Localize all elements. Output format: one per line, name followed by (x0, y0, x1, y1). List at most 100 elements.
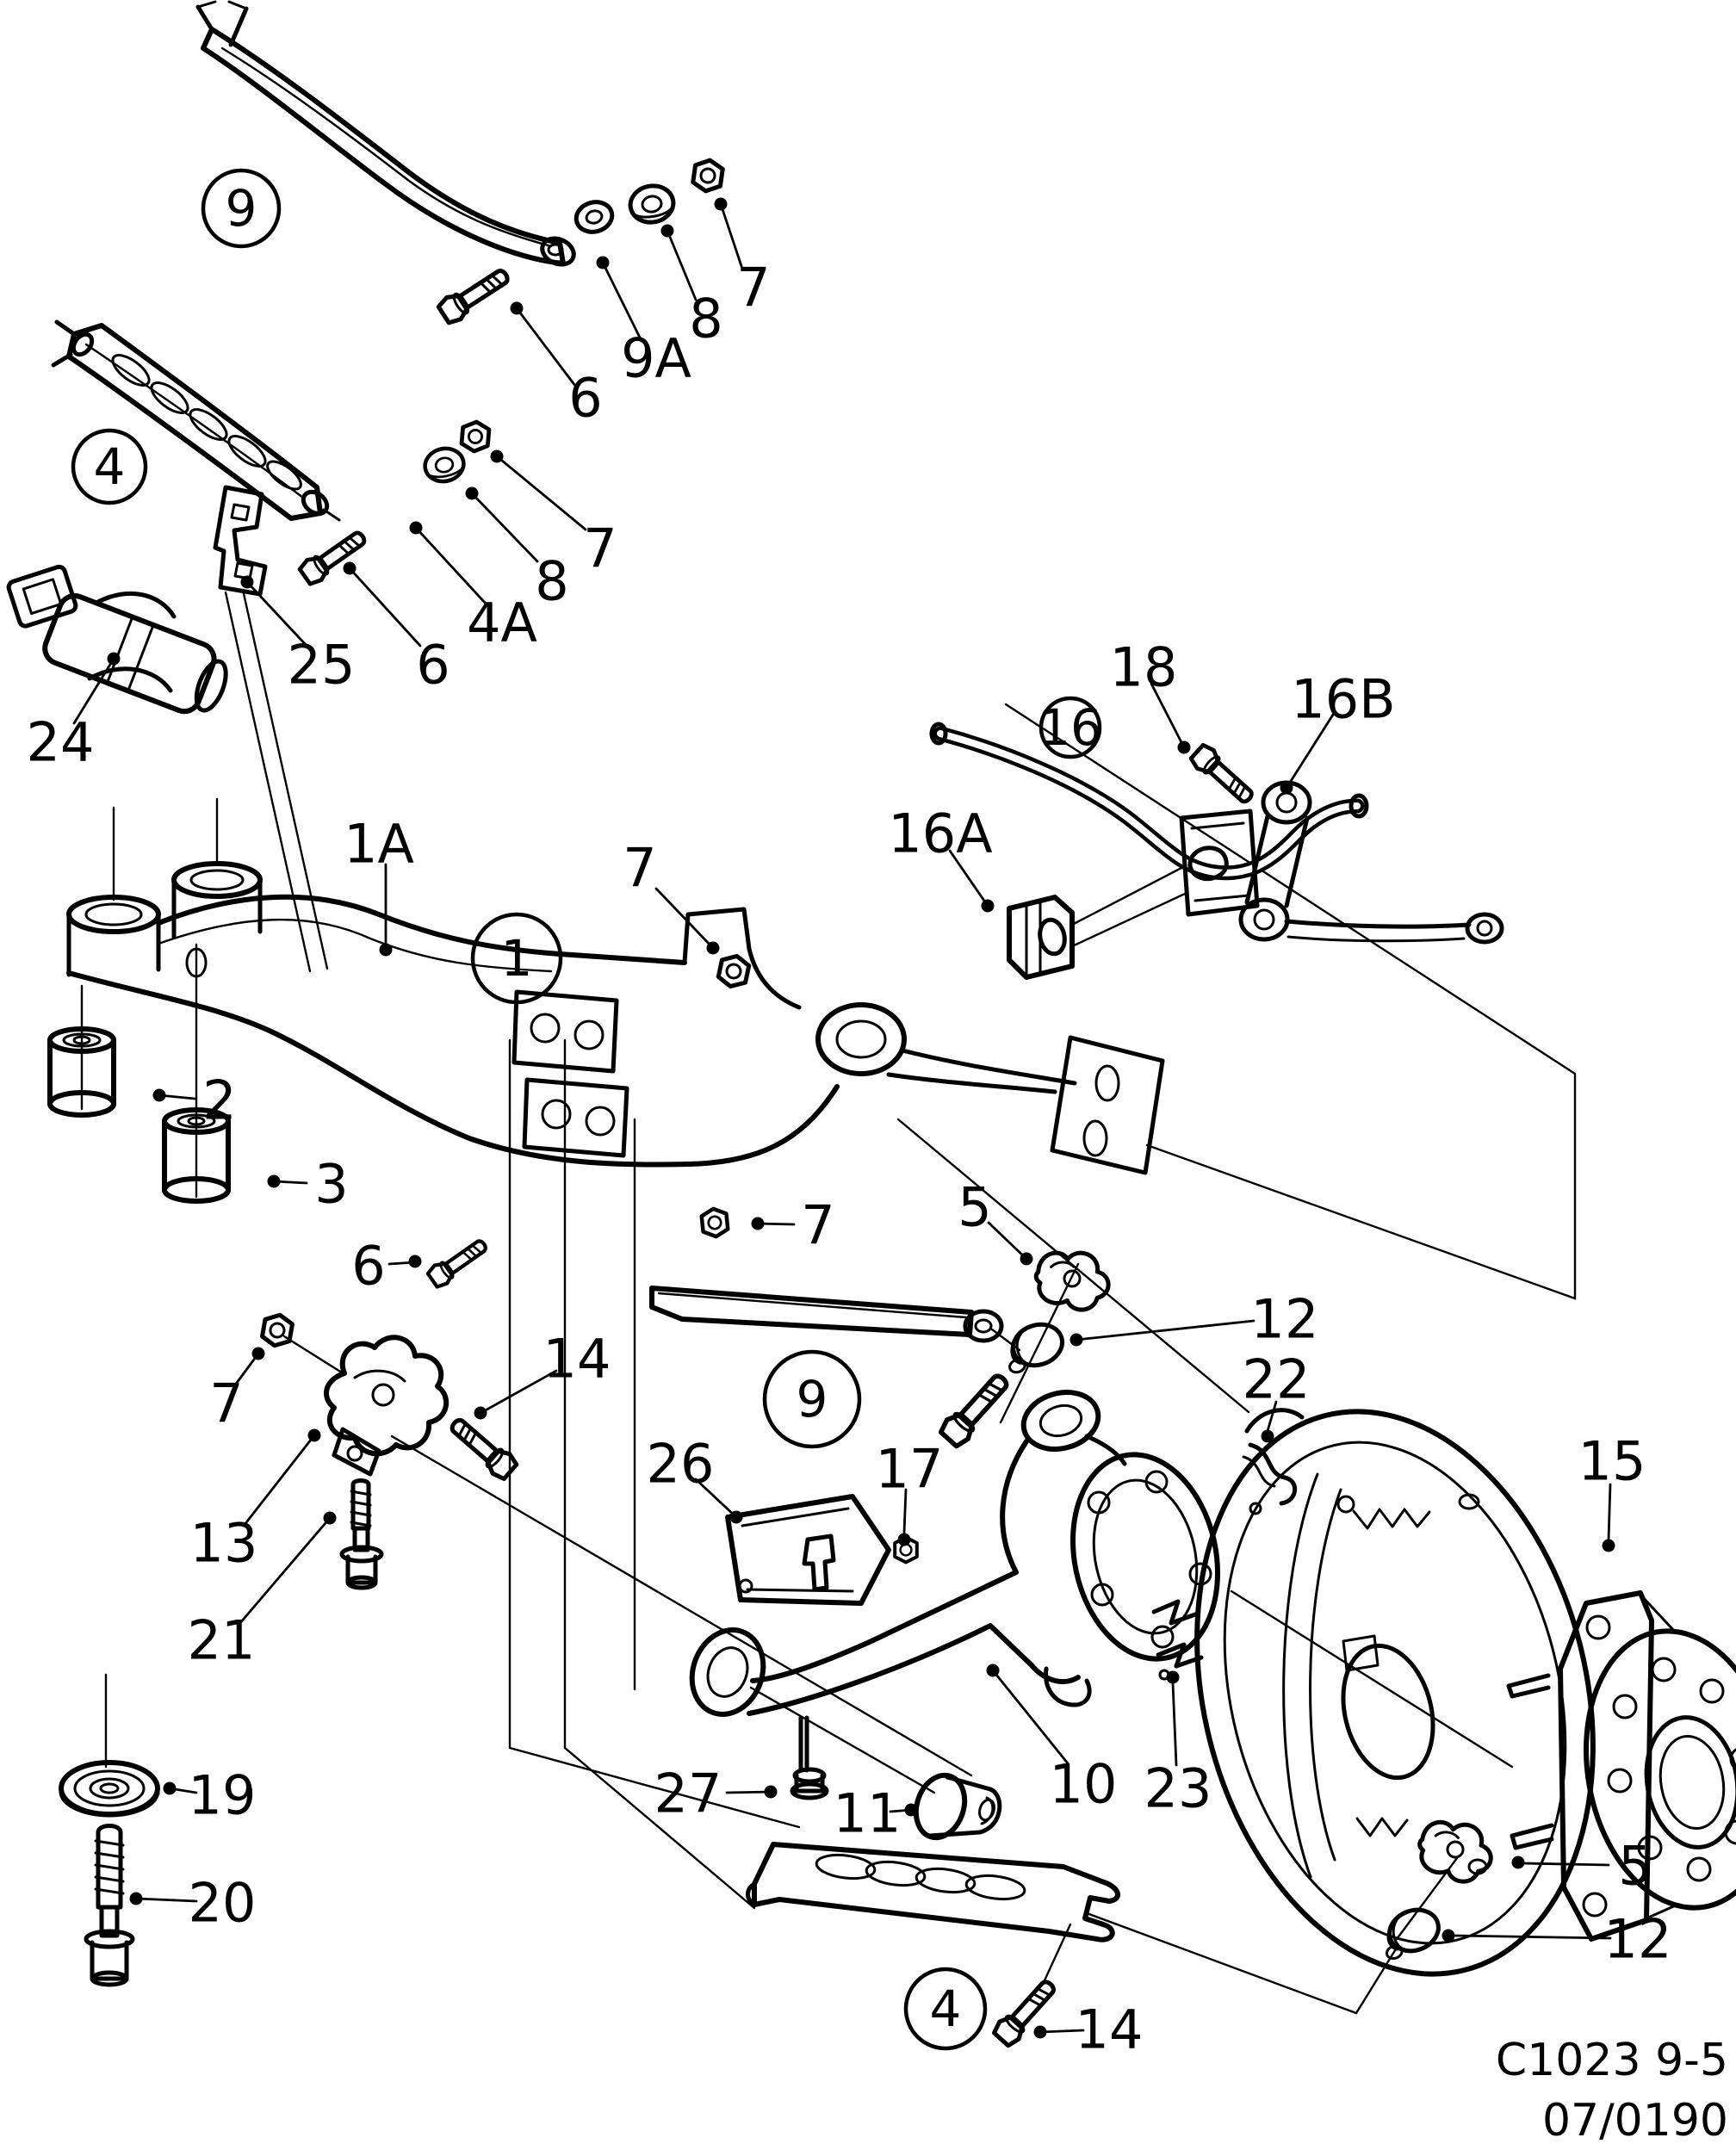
callout-label-21: 21 (188, 1609, 256, 1672)
stabilizer-bushing-16A (1007, 895, 1075, 980)
callout-label-19: 19 (189, 1764, 257, 1827)
bushing-axis-line (749, 1686, 936, 1794)
callout-label-12-upper: 12 (1251, 1288, 1319, 1351)
bushing-12-lower (1375, 1903, 1444, 1960)
callout-circle-group-4-left (71, 428, 148, 505)
callout-label-4A: 4A (467, 592, 537, 654)
nut-7-under (701, 1207, 728, 1237)
callout-label-9A: 9A (621, 327, 691, 390)
callout-label-6-top: 6 (568, 367, 602, 430)
callout-label-3: 3 (314, 1153, 348, 1216)
lower-control-arm (746, 1842, 1120, 1942)
nut-7-subframe (717, 953, 751, 989)
nut-7-top (692, 158, 724, 193)
callout-label-11: 11 (834, 1782, 902, 1845)
callout-circle-group-16 (1038, 696, 1102, 759)
front-mount-arm (51, 319, 341, 522)
abs-sensor-24 (6, 564, 228, 715)
arm-pointer-line (1085, 1911, 1398, 2015)
callout-group-9-center: 9 (797, 1370, 828, 1428)
callout-group-4-left: 4 (94, 437, 126, 496)
bolt-14-bottom (991, 1975, 1060, 2048)
callout-label-13: 13 (190, 1512, 258, 1575)
bracket-26 (725, 1494, 891, 1606)
bolt-6-top (437, 263, 512, 325)
callout-label-6-mid: 6 (416, 634, 450, 697)
upper-link-arm-center (649, 1286, 1004, 1343)
brake-backplate (1194, 1408, 1596, 1977)
callout-label-23: 23 (1144, 1757, 1212, 1820)
callout-group-16: 16 (1038, 698, 1102, 757)
bushing-8-mid (422, 445, 467, 485)
bushing-8-top (628, 183, 677, 226)
callout-label-10: 10 (1050, 1753, 1118, 1816)
callout-label-5-lower: 5 (1618, 1835, 1652, 1898)
callout-label-2: 2 (202, 1069, 236, 1132)
callout-label-1A: 1A (344, 813, 414, 876)
construction-lines (104, 588, 1577, 1910)
clamp-axis-line-lower (1395, 1856, 1459, 1941)
washer-9A (573, 198, 615, 236)
stabilizer-link-16B (1238, 780, 1504, 945)
bracket-13 (324, 1335, 450, 1477)
callout-label-17: 17 (876, 1438, 944, 1501)
callout-circle-group-1 (470, 912, 563, 1005)
clamp-5-lower (1413, 1815, 1497, 1887)
callout-label-7-mid: 7 (583, 517, 617, 580)
bushing-3 (162, 943, 231, 1204)
callout-circle-group-9-top (201, 168, 282, 249)
callout-label-12-lower: 12 (1604, 1908, 1672, 1971)
upper-link-arm-top (195, 0, 576, 267)
rear-subframe (66, 861, 1165, 1175)
callout-label-7-left: 7 (209, 1372, 243, 1435)
nut-27 (790, 1715, 829, 1800)
callout-label-5-upper: 5 (958, 1176, 991, 1239)
callout-label-26: 26 (647, 1433, 715, 1496)
clips-23 (1151, 1599, 1204, 1681)
bolt-14-left (446, 1413, 519, 1481)
callout-circle-group-9-center (762, 1349, 862, 1449)
leader-lines (72, 197, 1615, 2039)
callout-label-24: 24 (27, 711, 95, 774)
callout-label-22: 22 (1243, 1348, 1311, 1411)
bushing-12-upper (1000, 1318, 1068, 1374)
bolt-axis-line-bottom (1043, 1923, 1072, 1982)
washer-19 (59, 1760, 160, 1818)
bolt-17 (938, 1369, 1014, 1448)
bushing-2 (47, 984, 116, 1118)
stabilizer-clamp (1179, 809, 1260, 917)
bushing-position-pointers (1069, 866, 1187, 949)
callout-label-7-top: 7 (736, 257, 770, 319)
callout-label-8-top: 8 (689, 288, 722, 350)
callout-label-25: 25 (288, 634, 356, 697)
callout-label-6-subframe: 6 (351, 1235, 385, 1298)
clamp-5-upper (1032, 1247, 1113, 1313)
bracket-25 (213, 485, 268, 597)
callout-label-16B: 16B (1291, 668, 1395, 731)
bracket-axis-line (282, 1335, 346, 1376)
nut-7-left (261, 1312, 294, 1348)
callout-circle-group-4-bottom (903, 1967, 988, 2051)
callout-label-7-subframe: 7 (623, 837, 656, 900)
callout-group-4-bottom: 4 (930, 1980, 962, 2038)
bolt-6-subframe (426, 1235, 491, 1289)
drawing-code: C1023 9-5 (1496, 2035, 1728, 2086)
wheel-hub (1506, 1590, 1736, 1942)
callout-label-7-under: 7 (801, 1194, 834, 1257)
callout-group-1: 1 (501, 929, 533, 988)
callout-label-18: 18 (1110, 636, 1178, 699)
callout-label-15: 15 (1578, 1430, 1646, 1493)
callout-label-20: 20 (189, 1872, 257, 1935)
stud-21 (339, 1478, 384, 1590)
drawing-ref: 07/0190 (1542, 2095, 1728, 2147)
callout-label-27: 27 (654, 1763, 722, 1825)
callout-label-14-left: 14 (543, 1328, 611, 1391)
callout-label-14-bottom: 14 (1076, 1998, 1144, 2061)
bolt-20 (84, 1824, 135, 1987)
callout-label-8-mid: 8 (535, 550, 568, 613)
bushing-11 (913, 1772, 1002, 1841)
clip-22 (1242, 1442, 1297, 1515)
bolt-18 (1189, 743, 1258, 809)
